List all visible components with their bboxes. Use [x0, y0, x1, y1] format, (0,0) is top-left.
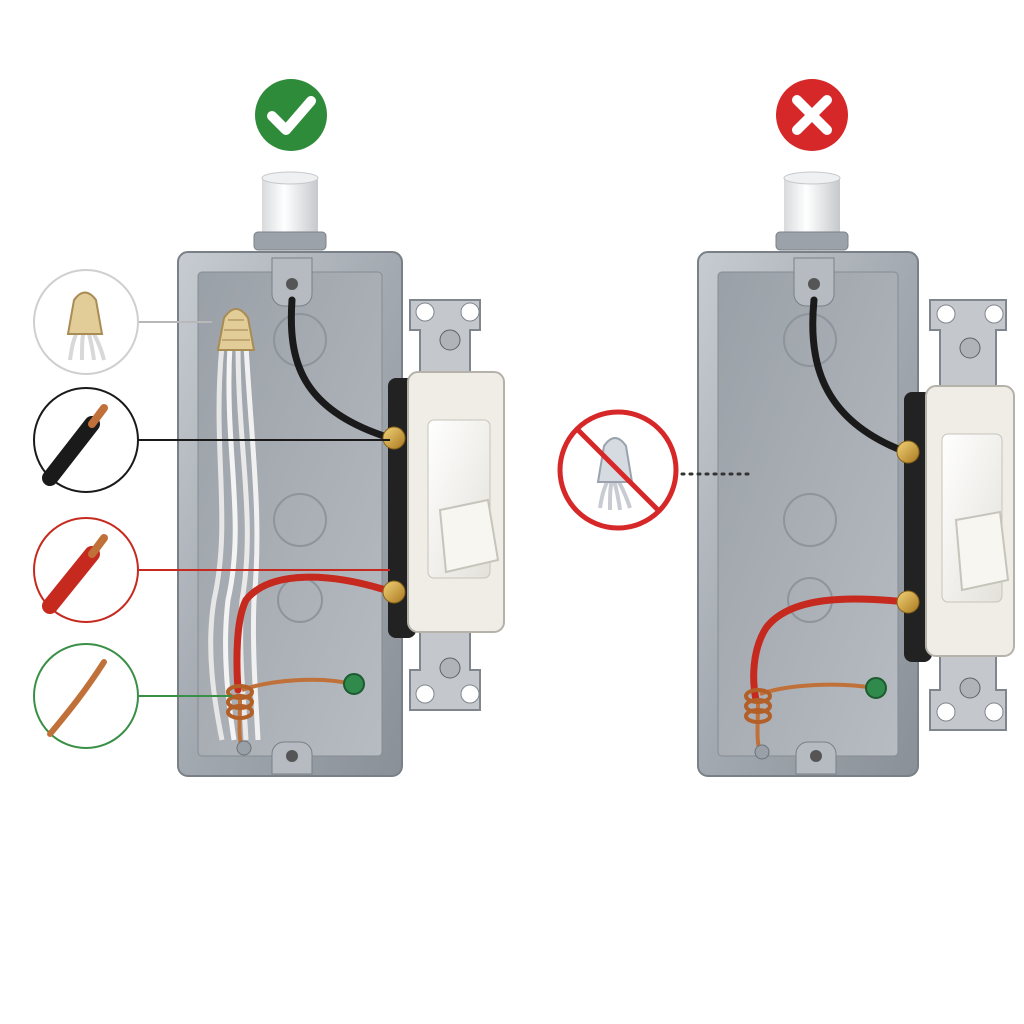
brass-terminal-top: [383, 427, 405, 449]
correct-panel: [34, 79, 504, 776]
conduit-pipe: [776, 172, 848, 250]
brass-terminal-top: [897, 441, 919, 463]
check-badge: [255, 79, 327, 151]
x-badge: [776, 79, 848, 151]
incorrect-panel: [560, 79, 1014, 776]
ground-screw: [344, 674, 364, 694]
ground-screw: [866, 678, 886, 698]
brass-terminal-bottom: [383, 581, 405, 603]
electrical-box: [698, 252, 918, 776]
conduit-pipe: [254, 172, 326, 250]
brass-terminal-bottom: [897, 591, 919, 613]
